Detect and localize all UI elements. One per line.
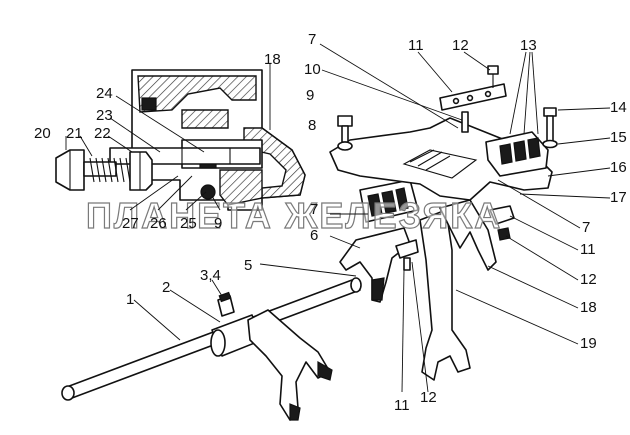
lock-strip-bottom — [395, 239, 419, 259]
callout-12-bottom: 12 — [420, 389, 437, 406]
callout-16: 16 — [610, 159, 627, 176]
callout-25: 25 — [180, 215, 197, 232]
callout-20: 20 — [34, 125, 51, 142]
callout-11-bottom: 11 — [394, 397, 410, 414]
bracket-plate — [329, 117, 553, 201]
callout-8: 8 — [308, 117, 316, 134]
long-fork — [419, 209, 471, 381]
callout-10: 10 — [304, 61, 321, 78]
callout-15: 15 — [610, 129, 627, 146]
callout-5: 5 — [244, 257, 252, 274]
callout-numbers: 7 10 11 12 13 14 15 16 17 7 11 12 18 19 … — [34, 31, 627, 414]
middle-fork-pad — [371, 277, 385, 301]
shift-fork-body — [247, 309, 331, 421]
callout-9-bottom: 9 — [214, 215, 222, 232]
callout-27: 27 — [122, 215, 139, 232]
fork-tip-right — [317, 360, 333, 381]
callout-3-4: 3,4 — [200, 267, 221, 284]
spring-coil — [89, 157, 131, 183]
callout-18-right: 18 — [580, 299, 597, 316]
fork-tip-left — [289, 403, 301, 421]
washer-15 — [542, 139, 558, 149]
callout-23: 23 — [96, 107, 113, 124]
callout-11-right: 11 — [580, 241, 596, 258]
callout-26: 26 — [150, 215, 167, 232]
bolt-9 — [337, 115, 353, 127]
watermark: ПЛАНЕТА ЖЕЛЕЗЯКА — [86, 195, 502, 236]
lock-nut — [129, 151, 153, 191]
callout-21: 21 — [66, 125, 83, 142]
seal-top — [141, 97, 157, 111]
callout-6: 6 — [310, 227, 318, 244]
callout-13: 13 — [520, 37, 537, 54]
callout-7-top: 7 — [308, 31, 316, 48]
leader-lines — [65, 43, 611, 393]
bolt-14 — [543, 107, 557, 117]
callout-19: 19 — [580, 335, 597, 352]
callout-18-top: 18 — [264, 51, 281, 68]
callout-14: 14 — [610, 99, 627, 116]
callout-12-right: 12 — [580, 271, 597, 288]
callout-2: 2 — [162, 279, 170, 296]
callout-12-top: 12 — [452, 37, 469, 54]
short-fork — [439, 199, 497, 271]
callout-11-top: 11 — [408, 37, 424, 54]
callout-17: 17 — [610, 189, 627, 206]
housing-upper-wall — [137, 75, 257, 113]
housing-lower-block — [219, 169, 263, 206]
pin-10 — [461, 111, 469, 133]
shift-rail-assembly — [61, 277, 362, 421]
callout-7-left: 7 — [310, 201, 318, 218]
bracket-window — [402, 149, 478, 179]
washer-8 — [337, 141, 353, 151]
callout-24: 24 — [96, 85, 113, 102]
callout-9-top: 9 — [306, 87, 314, 104]
housing-cover — [181, 109, 229, 129]
callout-1: 1 — [126, 291, 134, 308]
callout-22: 22 — [94, 125, 111, 142]
detent-spring — [200, 184, 216, 200]
callout-7-right: 7 — [582, 219, 590, 236]
adjusting-bolt-assembly — [55, 149, 153, 191]
